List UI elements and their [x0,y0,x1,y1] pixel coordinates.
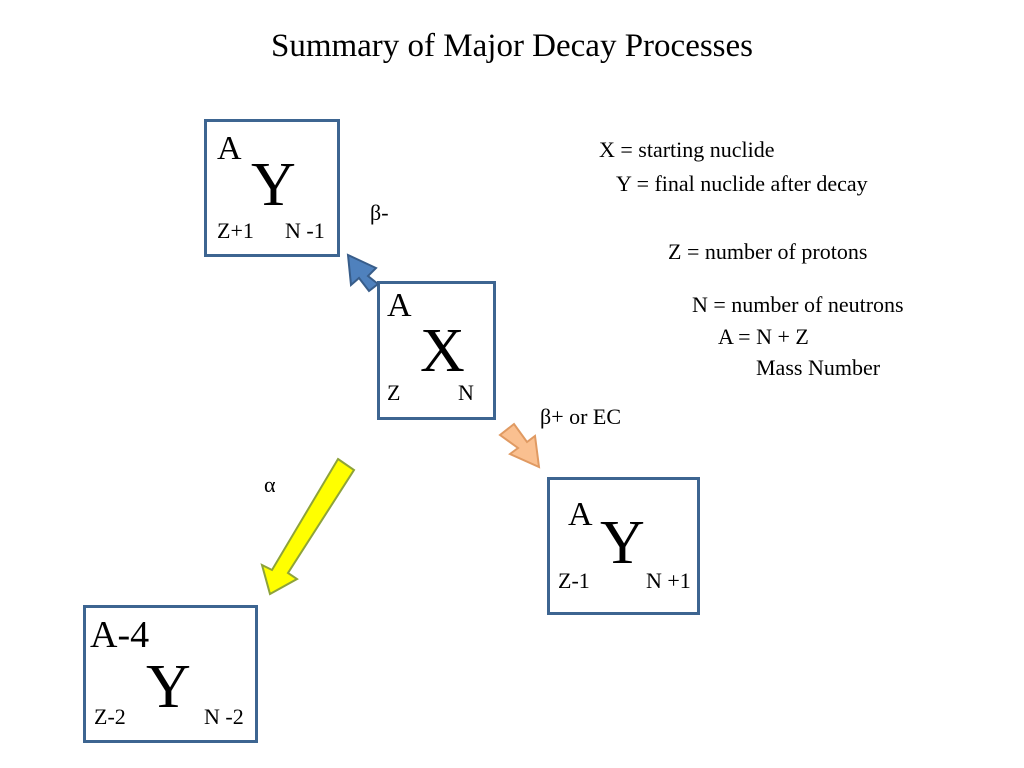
nuclide-symbol: X [420,317,465,385]
proton-count-label: Z-1 [558,568,590,593]
mass-number-label: A [387,287,412,324]
nuclide-symbol: Y [600,509,645,577]
mass-number-label: A-4 [90,614,150,656]
proton-count-label: Z+1 [217,218,254,243]
page-title: Summary of Major Decay Processes [270,28,754,64]
alpha-arrow [260,457,356,596]
y-definition: Y = final nuclide after decay [616,171,868,196]
beta-minus-product-box: A Y Z+1 N -1 [204,119,340,257]
neutron-count-label: N [458,380,474,405]
mass-number-caption: Mass Number [756,355,881,380]
n-definition: N = number of neutrons [692,292,904,317]
neutron-count-label: N -2 [204,704,244,729]
alpha-label: α [264,472,276,497]
alpha-product-box: A-4 Y Z-2 N -2 [83,605,258,743]
proton-count-label: Z [387,380,401,405]
neutron-count-label: N -1 [285,218,325,243]
beta-plus-label: β+ or EC [540,404,622,429]
neutron-count-label: N +1 [646,568,691,593]
beta-plus-arrow [498,422,541,469]
nuclide-symbol: Y [146,653,191,721]
x-definition: X = starting nuclide [599,137,775,162]
mass-number-label: A [568,496,593,533]
z-definition: Z = number of protons [668,239,868,264]
a-definition: A = N + Z [718,324,809,349]
nuclide-symbol: Y [251,151,296,219]
mass-number-label: A [217,130,242,167]
beta-minus-arrow [346,253,380,293]
beta-plus-product-box: A Y Z-1 N +1 [547,477,700,615]
proton-count-label: Z-2 [94,704,126,729]
beta-minus-label: β- [370,200,389,225]
parent-nuclide-box: A X Z N [377,281,496,420]
